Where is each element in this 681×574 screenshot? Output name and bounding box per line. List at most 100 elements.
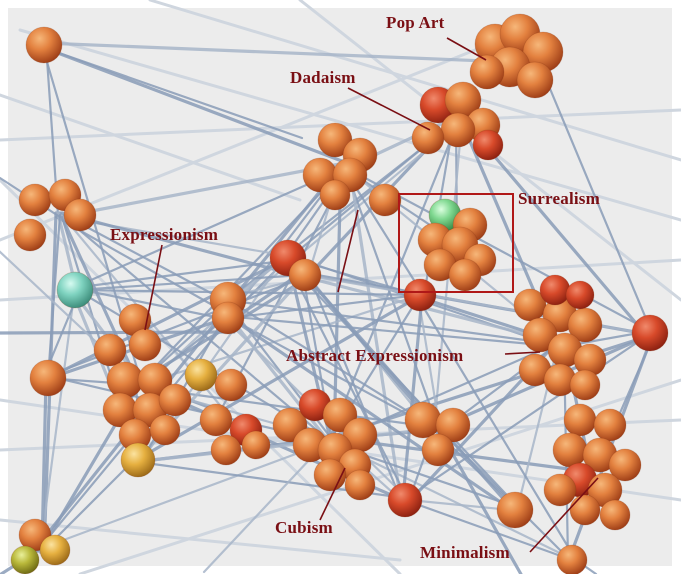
network-edge <box>330 440 572 560</box>
network-edge <box>403 498 574 562</box>
cluster-node <box>516 61 554 99</box>
cluster-node <box>158 383 192 417</box>
background-edge <box>148 0 681 162</box>
cluster-node <box>344 469 376 501</box>
cluster-node <box>13 218 47 252</box>
cluster-node <box>565 280 595 310</box>
network-edge <box>42 41 512 64</box>
network-edge <box>42 254 294 382</box>
network-edge <box>224 314 442 434</box>
cluster-node <box>93 333 127 367</box>
cluster-node <box>569 494 601 526</box>
network-node <box>29 359 67 397</box>
network-edge <box>58 211 142 389</box>
cluster-node <box>39 534 71 566</box>
leader-lines <box>144 37 599 553</box>
cluster-node <box>199 403 233 437</box>
network-edge <box>71 286 232 322</box>
label-cubism: Cubism <box>275 518 333 537</box>
network-edge <box>60 211 305 279</box>
cluster-node <box>18 183 52 217</box>
label-dadaism: Dadaism <box>290 68 356 87</box>
network-node <box>496 491 534 529</box>
cluster-node <box>472 129 504 161</box>
network-node <box>56 271 94 309</box>
label-expressionism: Expressionism <box>110 225 218 244</box>
cluster-node <box>184 358 218 392</box>
network-edge <box>399 329 656 504</box>
network-edge <box>40 45 304 140</box>
network-node <box>631 314 669 352</box>
cluster-node <box>128 328 162 362</box>
label-abstract-expressionism: Abstract Expressionism <box>286 346 463 365</box>
cluster-node <box>404 401 442 439</box>
cluster-node <box>210 434 242 466</box>
label-pop-art: Pop Art <box>386 13 445 32</box>
background-edge <box>18 28 681 222</box>
pop-art-leader <box>446 37 487 61</box>
cluster-node <box>513 288 547 322</box>
network-edge <box>71 288 424 297</box>
cluster-node <box>319 179 351 211</box>
network-edge <box>536 58 654 335</box>
network-edge <box>71 258 292 290</box>
movement-labels: Pop Art Dadaism Surrealism Expressionism… <box>110 13 600 562</box>
label-minimalism: Minimalism <box>420 543 510 562</box>
network-node <box>403 278 437 312</box>
cluster-node <box>539 274 571 306</box>
network-edge <box>46 213 62 380</box>
cluster-node <box>569 369 601 401</box>
network-edge <box>303 275 562 345</box>
network-edge <box>42 458 136 552</box>
network-node <box>211 301 245 335</box>
network-edge <box>299 275 521 510</box>
network-edge <box>284 258 409 500</box>
surrealism-highlight-box <box>398 193 514 293</box>
cluster-node <box>599 499 631 531</box>
network-edge <box>71 165 349 290</box>
network-edge <box>414 293 578 562</box>
cluster-node <box>411 121 445 155</box>
cluster-node <box>593 408 627 442</box>
network-edge <box>40 45 349 165</box>
cluster-node <box>543 473 577 507</box>
minimalism-leader <box>529 477 599 553</box>
network-edge <box>332 161 343 444</box>
network-node <box>556 544 588 574</box>
network-edge <box>230 271 303 322</box>
cluster-node <box>10 545 40 574</box>
network-edge <box>75 273 305 292</box>
dadaism-leader <box>347 87 431 131</box>
cluster-node <box>241 430 271 460</box>
abstract-expressionism-leader <box>504 351 541 355</box>
dadaism-secondary-leader <box>337 209 359 293</box>
cluster-node <box>435 407 471 443</box>
cluster-node <box>448 258 482 292</box>
cluster-node <box>421 433 455 467</box>
cluster-node <box>608 448 642 482</box>
cluster-node <box>563 403 597 437</box>
network-nodes <box>10 13 669 574</box>
cluster-node <box>63 198 97 232</box>
cluster-node <box>469 54 505 90</box>
network-edge <box>224 298 564 347</box>
cluster-node <box>214 368 248 402</box>
network-edge <box>307 273 403 502</box>
network-edge <box>328 120 460 440</box>
label-surrealism: Surrealism <box>518 189 600 208</box>
network-node <box>25 26 63 64</box>
network-node <box>120 442 156 478</box>
cluster-node <box>552 432 588 468</box>
network-edge <box>0 330 236 335</box>
network-edge <box>132 426 444 464</box>
network-edge <box>401 295 424 500</box>
expressionism-leader <box>144 244 163 331</box>
cluster-node <box>149 414 181 446</box>
network-node <box>387 482 423 518</box>
network-edge <box>407 498 513 512</box>
cluster-node <box>440 112 476 148</box>
network-edge <box>58 161 347 219</box>
network-edge <box>62 213 226 302</box>
